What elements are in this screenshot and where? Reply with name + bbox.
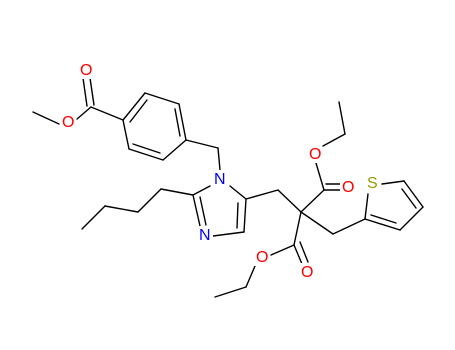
lower-bond-ch2-ch3 [214,286,247,298]
thio-bond-c2-s [364,193,369,220]
bond-ch2-quaternary [277,189,302,213]
bond-ch2-n1 [217,147,221,171]
oxygen-upper-ester-carbonyl-label: O [342,179,354,196]
benzene-ring [122,92,187,161]
bond-carbonyl-ring [90,106,124,121]
bond-c5-ch2 [245,189,279,200]
upper-bond-o-ch2 [322,133,346,147]
ring-bond-5 [128,148,164,161]
methyl-ester-group [32,77,124,125]
butyl-bond-1 [160,188,194,196]
oxygen-upper-ester-alkoxy-label: O [309,146,321,163]
ring-bond-2 [144,92,180,105]
butyl-chain [81,188,194,230]
label-bg [299,263,314,281]
thio-bond-c5-c4-b [401,188,417,209]
oxygen-carbonyl-top-label: O [80,62,92,79]
bond-o-carbonyl-c [76,106,92,120]
label-bg [197,226,213,244]
thio-bond-c3-c2-a [364,218,401,231]
oxygen-lower-ester-carbonyl-label: O [301,264,313,281]
lower-bond-cq-carbonyl [293,211,302,246]
bond-quaternary-ch2-thio [300,211,334,235]
lower-bond-carbonyl-o-double-b [299,241,309,263]
ring-inner-double-3 [132,143,161,154]
bond-carbonyl-double-b [89,77,95,106]
label-bg [60,113,75,131]
thio-bond-c3-c2-b [370,214,397,224]
imid-bond-c5-n1 [229,185,247,200]
label-bg [254,248,269,266]
imid-bond-c2-n3-a [192,194,201,227]
label-bg [366,174,380,192]
nitrogen-n1-label: N [214,171,226,188]
imid-bond-n1-c2 [192,185,211,196]
oxygen-methoxy-label: O [62,114,74,131]
butyl-bond-4 [81,205,106,230]
imid-bond-c2-n3-b [199,196,207,226]
ring-bond-4 [162,139,187,161]
lower-ethyl-ester [214,211,309,298]
thio-bond-c4-c3 [399,206,424,231]
thio-bond-s-c5 [381,180,405,185]
upper-bond-cq-carbonyl [300,189,325,213]
thio-bond-c5-c4-a [403,180,424,208]
nitrogen-n3-label: N [199,227,211,244]
ring-inner-double-2 [174,108,181,137]
butyl-bond-3 [104,205,139,213]
butyl-bond-2 [137,188,162,213]
oxygen-lower-ester-alkoxy-label: O [256,249,268,266]
imid-bond-n3-c4 [212,231,245,237]
ring-bond-6 [122,119,130,150]
label-bg [307,145,322,163]
label-bg [78,61,93,79]
ring-bond-3 [178,103,187,141]
bond-ring-ch2 [185,139,219,149]
bond-carbonyl-double-a [82,77,88,107]
label-bg [340,178,355,196]
thiophene-ring [364,180,424,231]
bond-methyl-o [32,111,60,125]
ring-inner-double-1 [129,99,148,123]
atom-labels: O O N N O O S O O [60,61,380,281]
ring-bond-1 [122,92,146,121]
lower-bond-carbonyl-o-double-a [293,244,303,265]
bond-ch2-thiophene [332,218,366,235]
lower-bond-carbonyl-o [270,244,295,256]
sulfur-thiophene-label: S [367,175,378,192]
label-bg [212,170,228,188]
upper-bond-carbonyl-o [315,162,325,191]
upper-bond-ch2-ch3 [338,101,346,135]
lower-bond-o-ch2 [245,265,256,288]
imid-bond-c4-c5-b [236,202,239,229]
imid-bond-c4-c5-a [243,198,247,233]
upper-ethyl-ester [300,101,346,213]
imidazole-ring [192,185,247,237]
